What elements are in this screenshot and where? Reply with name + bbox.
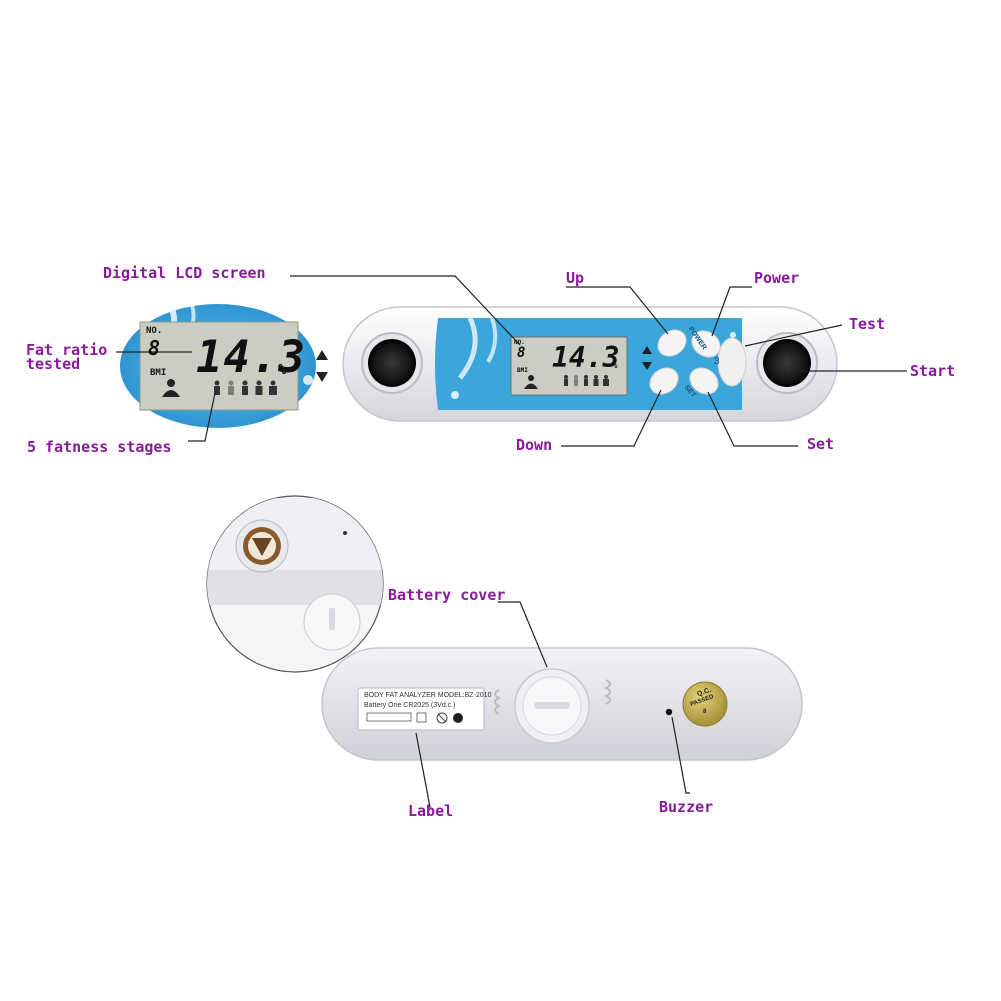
up-arrow-icon (316, 350, 328, 360)
callout-label: Label (408, 802, 454, 820)
callout-up: Up (566, 269, 585, 287)
leader-lines (116, 275, 907, 808)
down-arrow-icon (316, 372, 328, 382)
callout-power: Power (754, 269, 800, 287)
fatness-stage-figures (214, 380, 277, 395)
callout-start: Start (910, 362, 956, 380)
callout-buzzer: Buzzer (659, 798, 714, 816)
device-lcd-percent-unit: % (612, 361, 618, 371)
device-lcd-top-label: NO. (514, 339, 525, 346)
back-device (321, 647, 803, 761)
back-label-model: BODY FAT ANALYZER MODEL:BZ-2010 (364, 692, 492, 699)
callout-set: Set (807, 435, 835, 453)
device-lcd-user-number: 8 (517, 345, 526, 361)
down-button (649, 367, 679, 395)
lcd-user-number: 8 (148, 336, 161, 360)
device-lcd-fat-reading: 14.3 (552, 341, 620, 374)
device-lcd-bmi-label: BMI (517, 367, 528, 374)
test-key-mark: 3 (714, 356, 720, 367)
lcd-zoom-view (120, 304, 328, 428)
callout-test: Test (849, 315, 886, 333)
qc-line3: 8 (703, 709, 707, 715)
test-button (717, 337, 747, 387)
lcd-percent-unit: % (278, 362, 287, 378)
callout-fat-ratio-line1: Fat ratio (26, 341, 108, 359)
callout-fatness-stages: 5 fatness stages (27, 438, 172, 456)
buzzer-hole (665, 708, 673, 716)
lcd-fat-reading: 14.3 (196, 332, 306, 383)
back-label (357, 687, 485, 731)
up-button (657, 329, 687, 357)
set-button (689, 367, 719, 395)
person-icon (162, 379, 180, 397)
callout-fat-ratio-line2: tested (26, 355, 81, 373)
battery-zoom-view (206, 495, 384, 673)
qc-sticker (682, 681, 728, 727)
lcd-top-label: NO. (146, 326, 163, 336)
callout-down: Down (516, 436, 553, 454)
lcd-bmi-label: BMI (150, 368, 167, 378)
callout-battery-cover: Battery cover (388, 586, 506, 604)
callout-lcd-screen: Digital LCD screen (103, 264, 266, 282)
front-device (342, 306, 838, 422)
back-label-battery: Battery One CR2025 (3Vd.c.) (364, 702, 456, 709)
